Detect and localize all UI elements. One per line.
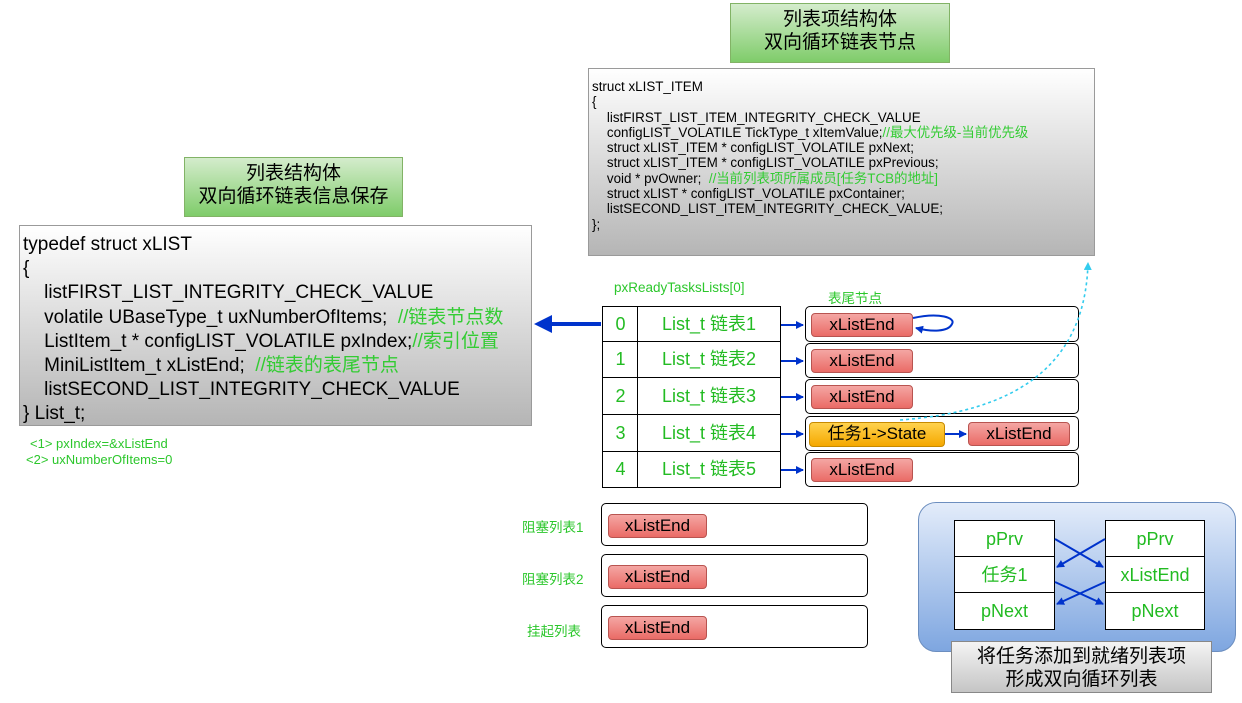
list-item-code-line: listFIRST_LIST_ITEM_INTEGRITY_CHECK_VALU…	[592, 109, 921, 125]
self-loop-arrow	[912, 314, 954, 334]
node-caption-line2: 形成双向循环列表	[1005, 669, 1158, 690]
list-title-line2: 双向循环链表信息保存	[198, 186, 389, 207]
task-state-node: 任务1->State	[809, 422, 945, 447]
list-item-code-line: {	[592, 94, 597, 110]
list-title-line1: 列表结构体	[245, 163, 341, 184]
suspended-list-label: 挂起列表	[527, 624, 581, 639]
code-text: ListItem_t * configLIST_VOLATILE pxIndex…	[23, 330, 413, 352]
list-end-node: xListEnd	[811, 385, 913, 409]
node-right-listend: xListEnd	[1105, 556, 1205, 594]
blocked-list-box	[601, 554, 868, 597]
init-note-1: <1> pxIndex=&xListEnd	[30, 436, 168, 451]
list-code-line: listSECOND_LIST_INTEGRITY_CHECK_VALUE	[23, 379, 460, 401]
code-text: MiniListItem_t xListEnd;	[23, 355, 256, 377]
list-item-title-line2: 双向循环链表节点	[763, 32, 916, 53]
list-item-code-line: struct xLIST_ITEM * configLIST_VOLATILE …	[592, 155, 939, 171]
code-text: volatile UBaseType_t uxNumberOfItems;	[23, 306, 398, 328]
node-cross-arrow	[1056, 538, 1106, 568]
list-code-line: {	[23, 258, 30, 280]
tail-node-label: 表尾节点	[828, 291, 882, 306]
ready-row-index: 4	[602, 451, 639, 488]
ready-row-list: List_t 链表5	[637, 451, 781, 488]
ready-row-list: List_t 链表2	[637, 341, 781, 379]
list-item-code-line: };	[592, 216, 601, 232]
list-end-node: xListEnd	[608, 565, 707, 589]
init-notes: <1> pxIndex=&xListEnd <2> uxNumberOfItem…	[26, 436, 172, 468]
node-cross-arrow	[1056, 581, 1106, 605]
list-item-code-line: struct xLIST_ITEM * configLIST_VOLATILE …	[592, 140, 914, 156]
node-left-pnext: pNext	[954, 592, 1055, 630]
list-code-line: MiniListItem_t xListEnd; //链表的表尾节点	[23, 354, 531, 378]
list-code-box: typedef struct xLIST { listFIRST_LIST_IN…	[19, 225, 532, 426]
list-item-code-line: listSECOND_LIST_ITEM_INTEGRITY_CHECK_VAL…	[592, 201, 943, 217]
list-item-title: 列表项结构体 双向循环链表节点	[730, 3, 950, 63]
list-item-title-line1: 列表项结构体	[782, 9, 897, 30]
list-item-code-line: struct xLIST * configLIST_VOLATILE pxCon…	[592, 186, 905, 202]
code-comment: //当前列表项所属成员[任务TCB的地址]	[708, 170, 938, 186]
node-right-pnext: pNext	[1105, 592, 1205, 630]
code-text: configLIST_VOLATILE TickType_t xItemValu…	[592, 124, 883, 140]
ready-row-list: List_t 链表4	[637, 414, 781, 453]
list-code-line: typedef struct xLIST	[23, 234, 192, 255]
list-code-line: volatile UBaseType_t uxNumberOfItems; //…	[23, 306, 531, 330]
list-end-node: xListEnd	[608, 616, 707, 640]
list-end-node: xListEnd	[811, 458, 913, 482]
code-comment: //最大优先级-当前优先级	[882, 124, 1029, 140]
node-diagram-caption: 将任务添加到就绪列表项 形成双向循环列表	[951, 641, 1212, 693]
code-comment: //链表的表尾节点	[255, 355, 399, 377]
code-comment: //索引位置	[412, 330, 499, 352]
ready-row-list: List_t 链表3	[637, 377, 781, 416]
list-item-code-line: configLIST_VOLATILE TickType_t xItemValu…	[592, 125, 1094, 140]
node-cross-arrow	[1054, 538, 1104, 568]
code-text: void * pvOwner;	[592, 170, 709, 186]
node-caption-line1: 将任务添加到就绪列表项	[976, 646, 1186, 667]
list-item-code-box: struct xLIST_ITEM { listFIRST_LIST_ITEM_…	[588, 68, 1095, 256]
code-comment: //链表节点数	[397, 306, 504, 328]
blocked-list-label: 阻塞列表2	[522, 572, 584, 587]
ready-lists-label: pxReadyTasksLists[0]	[614, 280, 745, 295]
list-item-code-line: void * pvOwner; //当前列表项所属成员[任务TCB的地址]	[592, 171, 1094, 186]
list-code-line: ListItem_t * configLIST_VOLATILE pxIndex…	[23, 330, 531, 354]
node-left-pprev: pPrv	[954, 520, 1055, 558]
list-end-node: xListEnd	[608, 514, 707, 538]
list-end-node: xListEnd	[811, 313, 913, 337]
list-end-node: xListEnd	[968, 422, 1070, 446]
list-struct-arrow	[534, 315, 601, 333]
init-note-2: <2> uxNumberOfItems=0	[26, 452, 173, 467]
ready-row-index: 1	[602, 341, 639, 379]
owner-dotted-arrow	[899, 262, 1092, 421]
blocked-list-label: 阻塞列表1	[522, 520, 584, 535]
list-code-line: } List_t;	[23, 403, 86, 425]
list-item-code-line: struct xLIST_ITEM	[592, 79, 703, 94]
list-title: 列表结构体 双向循环链表信息保存	[184, 157, 403, 217]
node-left-task: 任务1	[954, 556, 1055, 594]
list-code-line: listFIRST_LIST_INTEGRITY_CHECK_VALUE	[23, 282, 434, 304]
list-end-node: xListEnd	[811, 349, 913, 373]
